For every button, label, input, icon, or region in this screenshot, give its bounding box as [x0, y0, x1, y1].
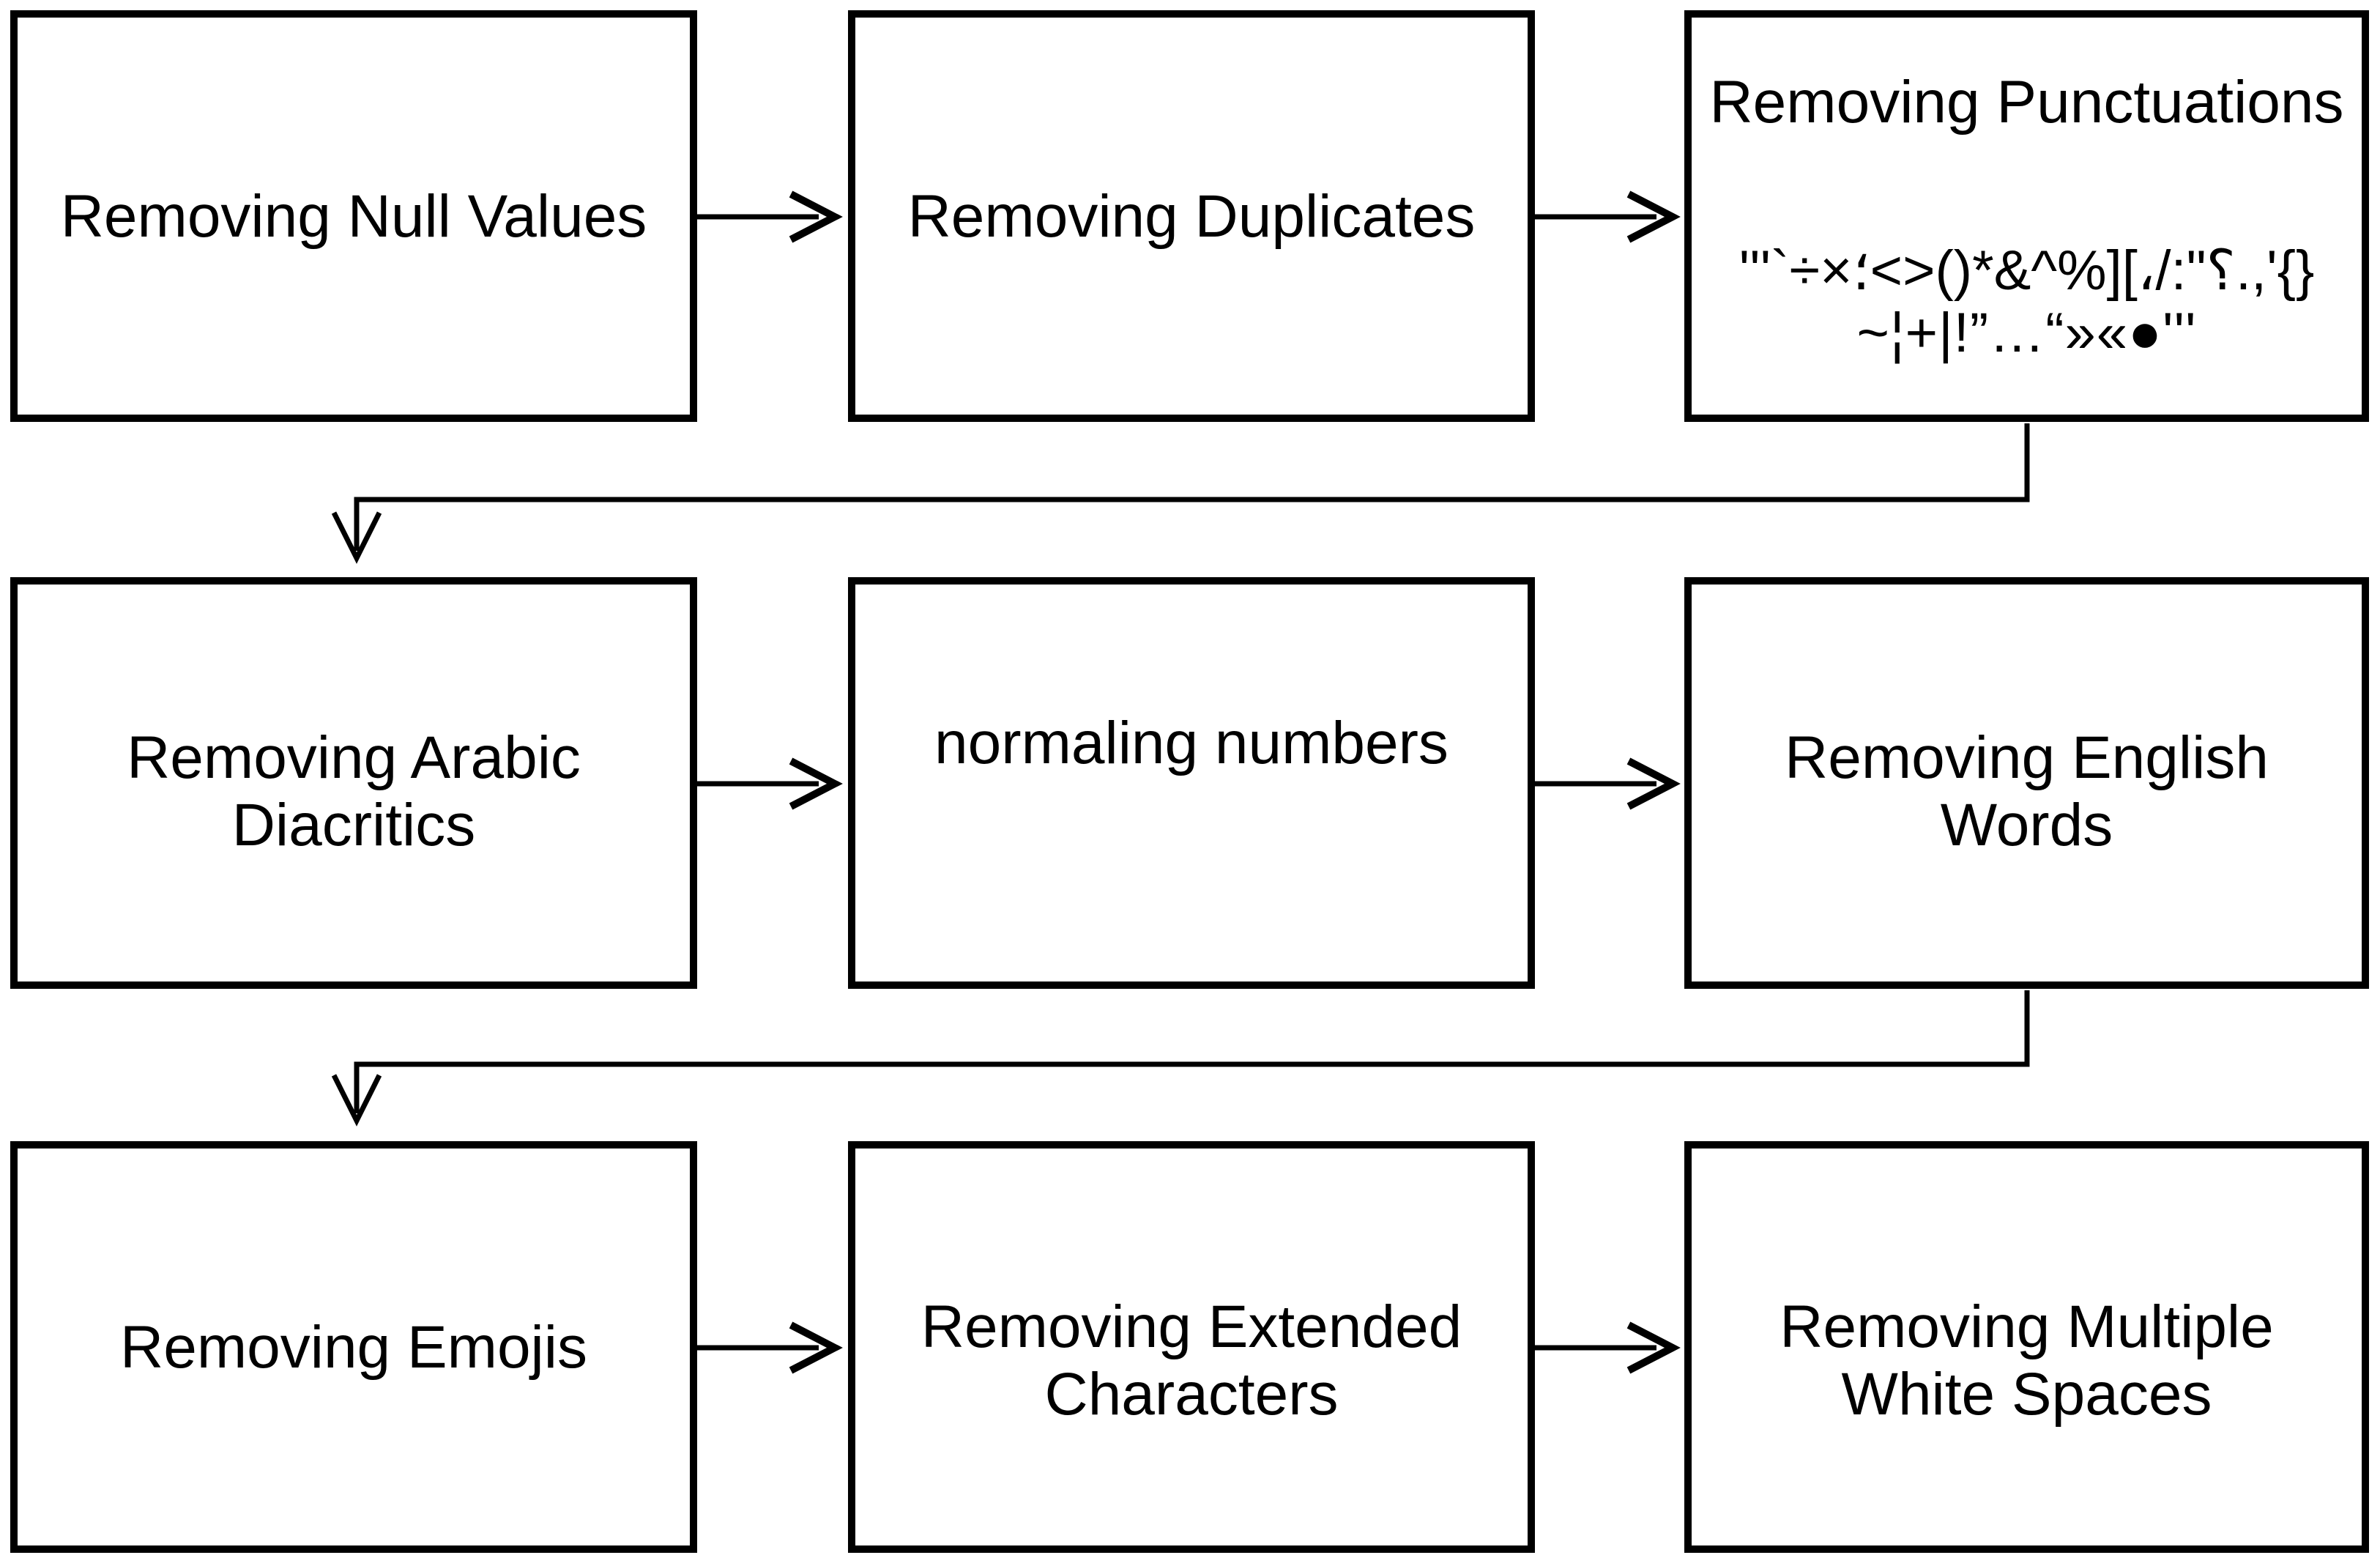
punctuation-characters-line2: ~¦+|!”…“»«●''' — [1856, 302, 2197, 364]
arrow-duplicates-to-punctuations — [1535, 190, 1681, 243]
arrowhead-right-icon — [789, 757, 843, 810]
box-label-line1: Removing Multiple — [1780, 1294, 2274, 1360]
box-removing-duplicates: Removing Duplicates — [848, 10, 1535, 422]
box-title: Removing Punctuations — [1709, 69, 2344, 136]
box-removing-arabic-diacritics: Removing Arabic Diacritics — [10, 577, 697, 989]
box-label-line1: Removing English — [1785, 724, 2269, 791]
arrow-diacritics-to-numbers — [697, 757, 843, 810]
box-label-line2: Characters — [1044, 1361, 1339, 1428]
arrowhead-right-icon — [789, 190, 843, 243]
box-label: Removing Emojis — [120, 1314, 587, 1381]
box-label: normaling numbers — [934, 710, 1449, 776]
box-label: Removing Arabic Diacritics — [18, 724, 690, 859]
arrowhead-right-icon — [1626, 757, 1681, 810]
elbow-punctuations-to-diacritics — [331, 423, 2030, 564]
box-label: Removing Multiple White Spaces — [1692, 1294, 2362, 1428]
elbow-english-to-emojis — [331, 990, 2030, 1127]
box-label: Removing Extended Characters — [855, 1294, 1528, 1428]
box-removing-multiple-white-spaces: Removing Multiple White Spaces — [1684, 1141, 2369, 1553]
box-label: Removing Duplicates — [907, 183, 1476, 250]
arrowhead-right-icon — [1626, 190, 1681, 243]
box-label-line2: Words — [1940, 792, 2113, 858]
box-label-line1: Removing Arabic — [127, 724, 581, 791]
elbow-line — [354, 990, 2030, 1113]
box-removing-emojis: Removing Emojis — [10, 1141, 697, 1553]
arrowhead-down-icon — [331, 1074, 382, 1127]
box-label: Removing English Words — [1692, 724, 2362, 859]
arrow-extended-to-whitespaces — [1535, 1321, 1681, 1374]
elbow-line — [354, 423, 2030, 551]
box-label-line2: White Spaces — [1841, 1361, 2212, 1428]
punctuation-characters-line1: '''`÷×؛<>()*&^%][،/:"؟.,'{} — [1738, 240, 2315, 302]
arrowhead-down-icon — [331, 511, 382, 564]
arrow-null-to-duplicates — [697, 190, 843, 243]
box-label: Removing Null Values — [60, 183, 647, 250]
arrow-numbers-to-english — [1535, 757, 1681, 810]
box-removing-extended-characters: Removing Extended Characters — [848, 1141, 1535, 1553]
box-removing-punctuations: Removing Punctuations '''`÷×؛<>()*&^%][،… — [1684, 10, 2369, 422]
arrowhead-right-icon — [1626, 1321, 1681, 1374]
box-normaling-numbers: normaling numbers — [848, 577, 1535, 989]
box-removing-null-values: Removing Null Values — [10, 10, 697, 422]
box-label-line1: Removing Extended — [921, 1294, 1462, 1360]
arrow-emojis-to-extended — [697, 1321, 843, 1374]
box-label-line2: Diacritics — [231, 792, 476, 858]
arrowhead-right-icon — [789, 1321, 843, 1374]
box-removing-english-words: Removing English Words — [1684, 577, 2369, 989]
